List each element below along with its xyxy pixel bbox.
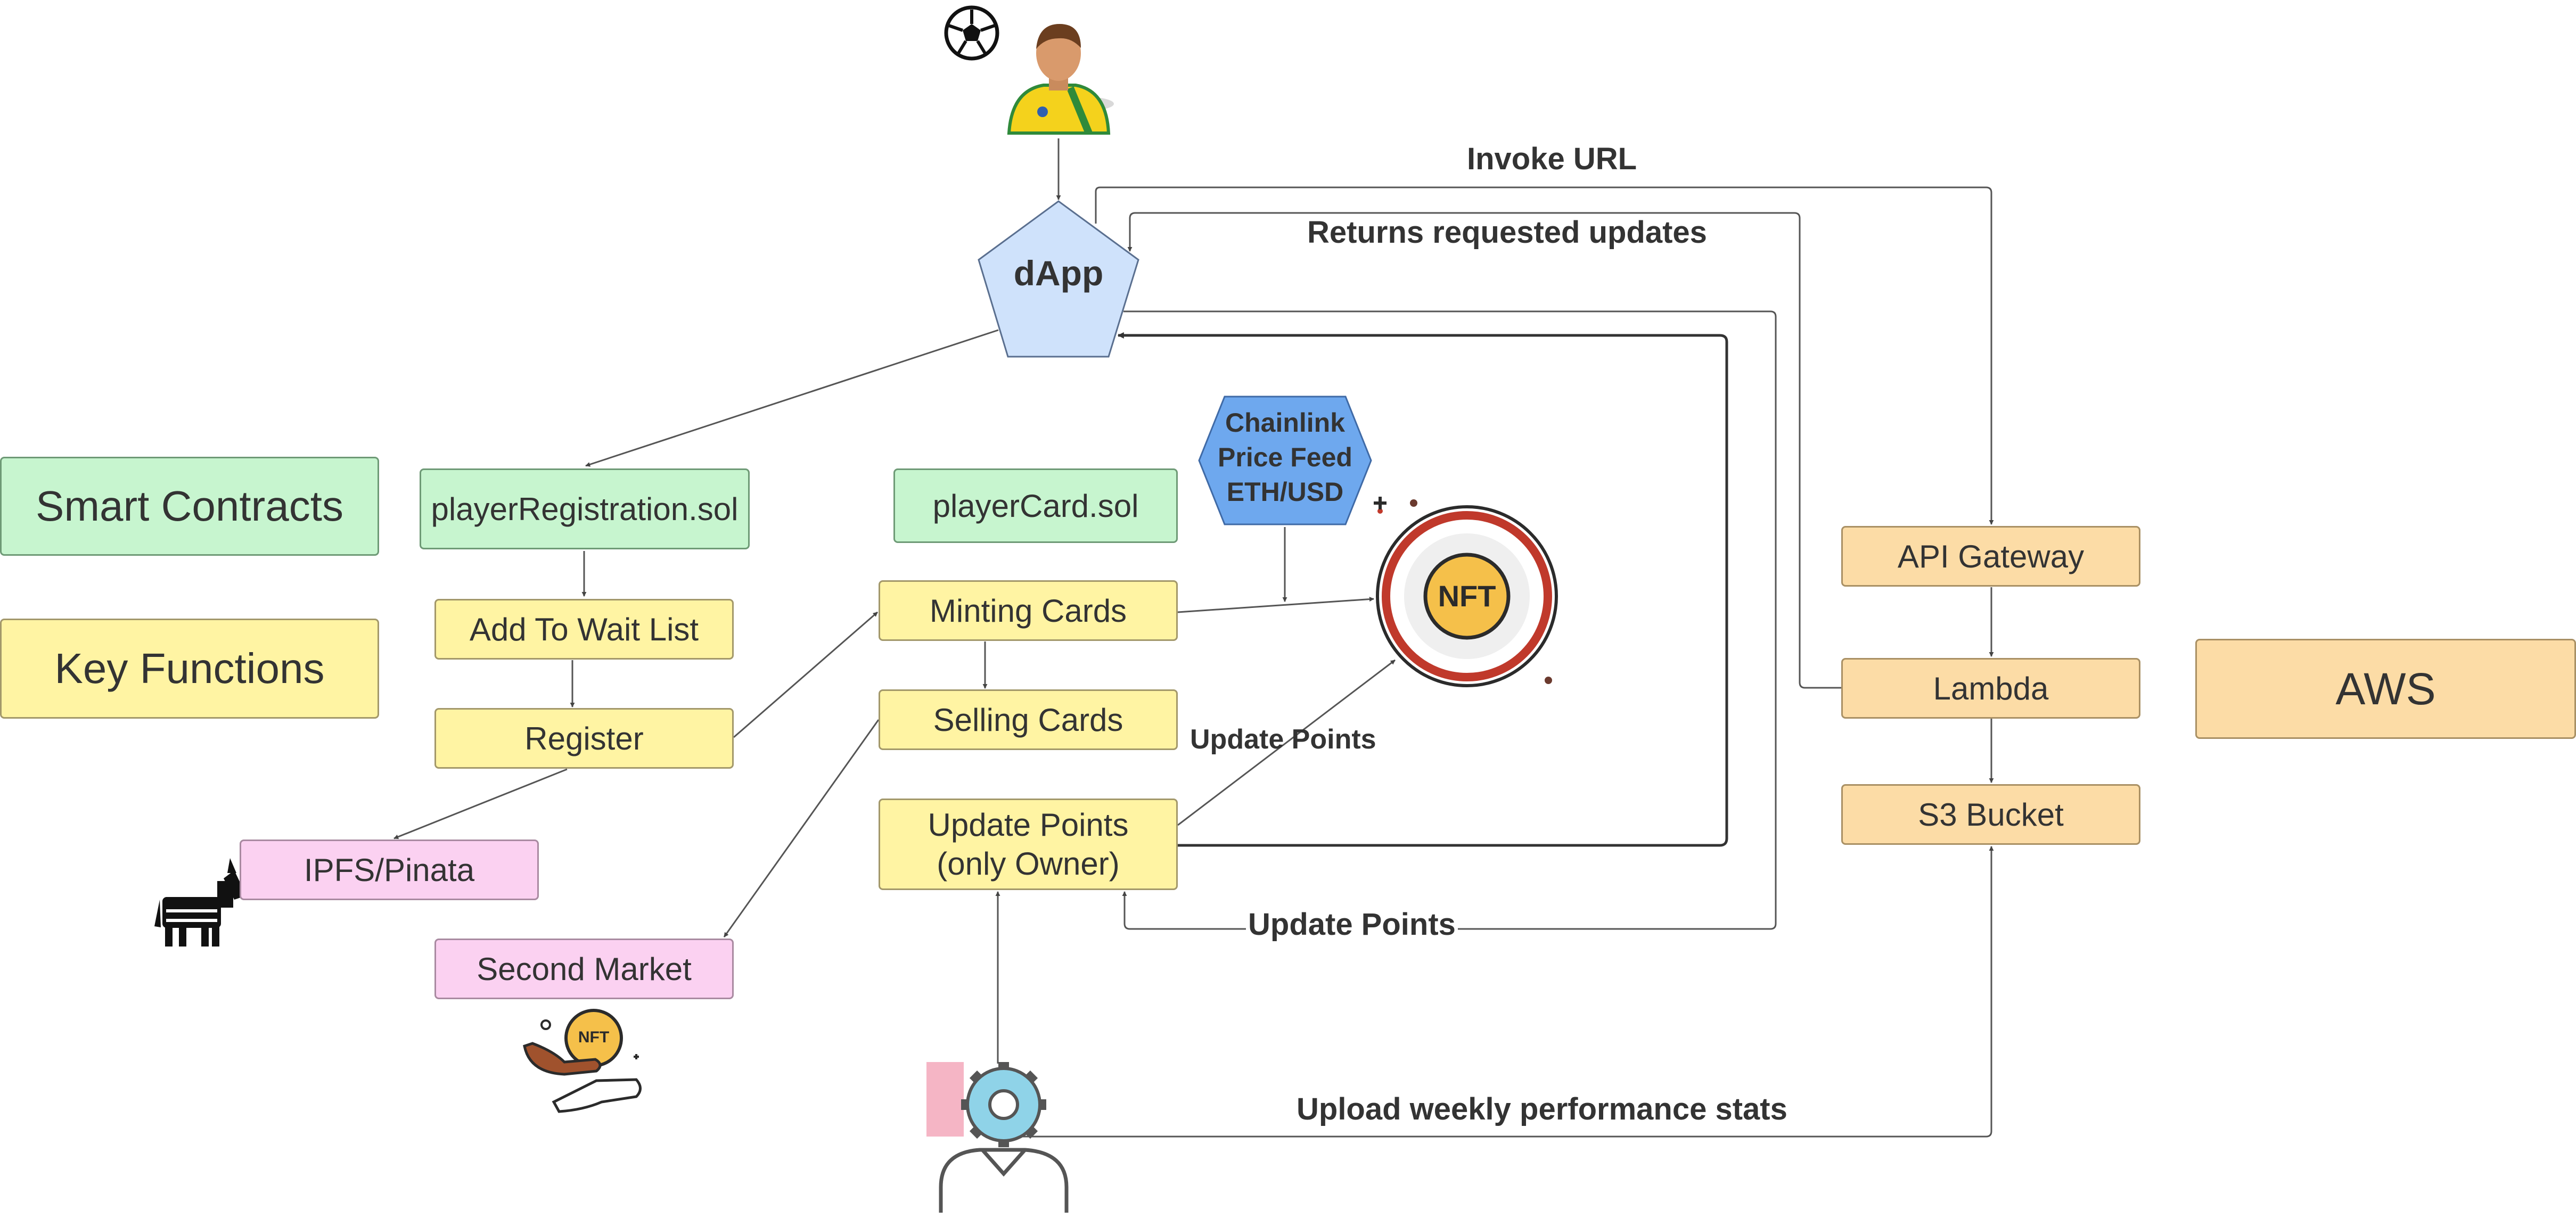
legend-smart-contracts-label: Smart Contracts [36,482,343,530]
legend-aws-label: AWS [2335,663,2436,714]
register-node: Register [434,708,734,769]
player-registration-label: playerRegistration.sol [431,491,739,527]
selling-cards-node: Selling Cards [879,689,1178,750]
nft-hand-text: NFT [578,1028,610,1046]
update-points-label-line1: Update Points [928,806,1129,843]
chainlink-label: Chainlink Price Feed ETH/USD [1199,406,1371,509]
update-points-bottom-text: Update Points [1248,907,1456,942]
api-gateway-node: API Gateway [1841,526,2140,587]
add-to-wait-list-node: Add To Wait List [434,599,734,660]
chainlink-label-line3: ETH/USD [1226,477,1344,507]
dapp-label: dApp [1013,253,1104,293]
minting-cards-label: Minting Cards [929,592,1127,629]
edge-updatepoints-dapp [1117,332,1728,847]
edge-register-minting [733,611,878,738]
legend-aws: AWS [2195,639,2576,739]
edge-returns-updates [1127,212,1841,689]
chainlink-label-line2: Price Feed [1218,442,1352,472]
pinata-donkey-icon [154,858,250,947]
register-label: Register [524,720,644,756]
soccer-ball-icon [944,5,999,61]
soccer-player-icon [1007,24,1114,135]
api-gateway-label: API Gateway [1897,538,2085,574]
player-card-node: playerCard.sol [893,468,1178,543]
update-points-bottom-label: Update Points [1246,909,1458,940]
nft-badge-text: NFT [1438,579,1496,613]
add-to-wait-list-label: Add To Wait List [469,611,699,647]
legend-smart-contracts: Smart Contracts [0,457,379,556]
edge-dapp-registration [585,329,999,467]
update-points-node: Update Points (only Owner) [879,799,1178,890]
edge-register-ipfs [393,768,568,840]
player-registration-node: playerRegistration.sol [420,468,750,549]
returns-updates-label: Returns requested updates [1307,215,1707,250]
chainlink-label-line1: Chainlink [1225,408,1346,438]
lambda-node: Lambda [1841,658,2140,719]
edge-dapp-updatepoints-loop [1122,310,1777,930]
admin-gear-user-icon [926,1062,1069,1213]
minting-cards-node: Minting Cards [879,580,1178,641]
second-market-node: Second Market [434,939,734,999]
update-points-mid-label: Update Points [1190,724,1376,755]
ipfs-pinata-label: IPFS/Pinata [303,852,475,888]
legend-key-functions: Key Functions [0,619,379,719]
edge-selling-market [723,719,880,937]
selling-cards-label: Selling Cards [933,702,1123,738]
lambda-label: Lambda [1933,670,2049,706]
s3-bucket-label: S3 Bucket [1918,796,2064,833]
nft-badge-icon [1374,497,1558,687]
s3-bucket-node: S3 Bucket [1841,784,2140,845]
legend-key-functions-label: Key Functions [54,645,325,692]
upload-stats-label: Upload weekly performance stats [1297,1092,1787,1126]
update-points-label-line2: (only Owner) [937,846,1120,882]
player-card-label: playerCard.sol [932,488,1139,524]
ipfs-pinata-node: IPFS/Pinata [240,840,539,900]
chainlink-node-shape [1198,396,1372,525]
edge-upload-stats [1022,846,1994,1138]
invoke-url-label: Invoke URL [1467,142,1637,176]
edge-invoke-url [1095,186,1994,525]
dapp-node-shape [978,200,1139,358]
edge-minting-nft [1177,597,1374,613]
nft-hand-icon [523,1009,642,1113]
second-market-label: Second Market [477,951,692,987]
edge-updatepoints-nft [1177,659,1396,826]
